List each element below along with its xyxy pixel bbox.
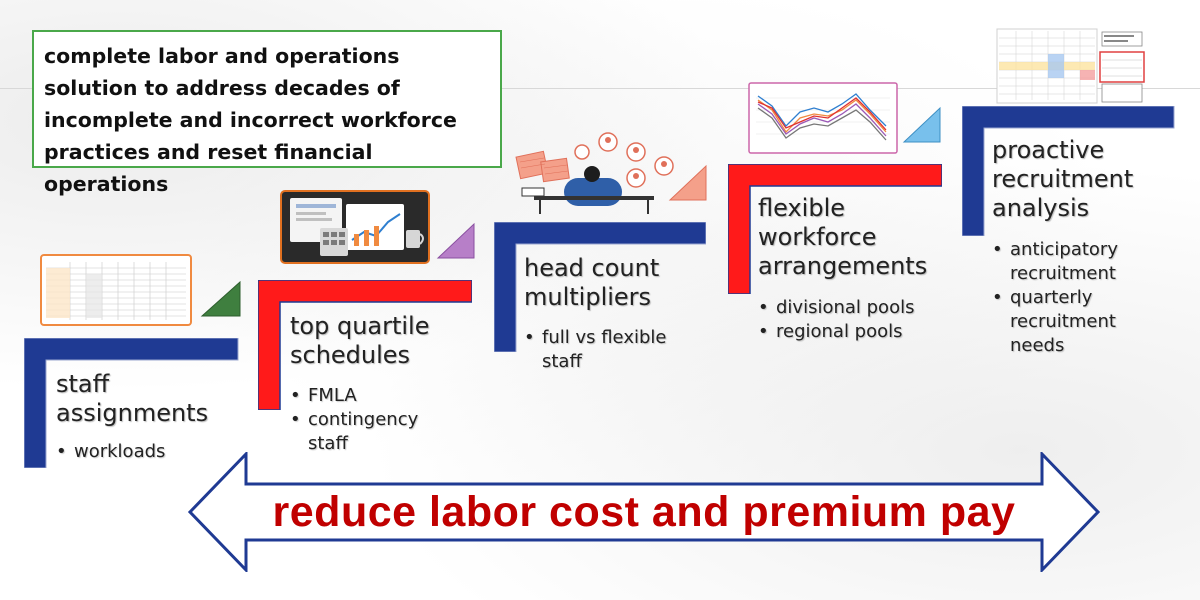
intro-box: complete labor and operations solution t…	[32, 30, 502, 196]
bullet-item: anticipatory recruitment	[990, 238, 1150, 286]
green-triangle-icon	[200, 280, 241, 317]
bullet-item: regional pools	[756, 320, 946, 344]
step-bullets: anticipatory recruitment quarterly recru…	[990, 238, 1150, 358]
step-title: head count multipliers	[524, 254, 659, 312]
purple-triangle-icon	[436, 222, 475, 259]
step-title: flexible workforce arrangements	[758, 194, 927, 281]
step-title-line: multipliers	[524, 283, 652, 311]
intro-text: complete labor and operations solution t…	[44, 44, 457, 196]
blue-triangle-icon	[902, 106, 941, 143]
recruitment-table-thumbnail	[996, 28, 1145, 104]
step-title-line: top quartile	[290, 312, 430, 340]
dashboard-devices-thumbnail	[280, 190, 430, 264]
bullet-item: full vs flexible staff	[522, 326, 692, 374]
bullet-item: FMLA	[288, 384, 458, 408]
bullet-item: workloads	[54, 440, 234, 464]
step-flexible-workforce-arrangements: flexible workforce arrangements division…	[728, 164, 942, 344]
step-title-line: arrangements	[758, 252, 928, 280]
step-title-line: recruitment	[992, 165, 1134, 193]
step-title-line: staff	[56, 370, 110, 398]
step-title: staff assignments	[56, 370, 208, 428]
line-chart-thumbnail	[748, 82, 898, 154]
step-staff-assignments: staff assignments workloads	[24, 338, 244, 468]
bullet-item: contingency staff	[288, 408, 458, 456]
spreadsheet-thumbnail	[40, 254, 192, 326]
double-arrow-icon	[188, 452, 1100, 572]
step-bar-red	[258, 280, 472, 410]
step-title: proactive recruitment analysis	[992, 136, 1133, 223]
step-title-line: head count	[524, 254, 660, 282]
step-bullets: FMLA contingency staff	[288, 384, 458, 456]
step-title: top quartile schedules	[290, 312, 430, 370]
step-title-line: workforce	[758, 223, 877, 251]
step-bullets: full vs flexible staff	[522, 326, 692, 374]
step-title-line: assignments	[56, 399, 209, 427]
step-bar-navy	[962, 106, 1175, 236]
bullet-item: quarterly recruitment needs	[990, 286, 1150, 358]
step-bar-red	[728, 164, 942, 294]
manager-people-icon	[515, 132, 674, 214]
step-head-count-multipliers: head count multipliers full vs flexible …	[494, 222, 706, 372]
step-title-line: flexible	[758, 194, 845, 222]
step-bullets: workloads	[54, 440, 234, 464]
bullet-item: divisional pools	[756, 296, 946, 320]
divider-line	[0, 88, 1200, 89]
reduce-cost-double-arrow: reduce labor cost and premium pay	[188, 452, 1100, 572]
step-title-line: analysis	[992, 194, 1090, 222]
step-bar-navy	[24, 338, 239, 468]
step-top-quartile-schedules: top quartile schedules FMLA contingency …	[258, 280, 472, 454]
step-title-line: proactive	[992, 136, 1105, 164]
step-proactive-recruitment-analysis: proactive recruitment analysis anticipat…	[962, 106, 1176, 356]
step-bullets: divisional pools regional pools	[756, 296, 946, 344]
salmon-triangle-icon	[668, 164, 707, 201]
banner-text: reduce labor cost and premium pay	[272, 487, 1016, 536]
step-bar-navy	[494, 222, 706, 352]
step-title-line: schedules	[290, 341, 411, 369]
